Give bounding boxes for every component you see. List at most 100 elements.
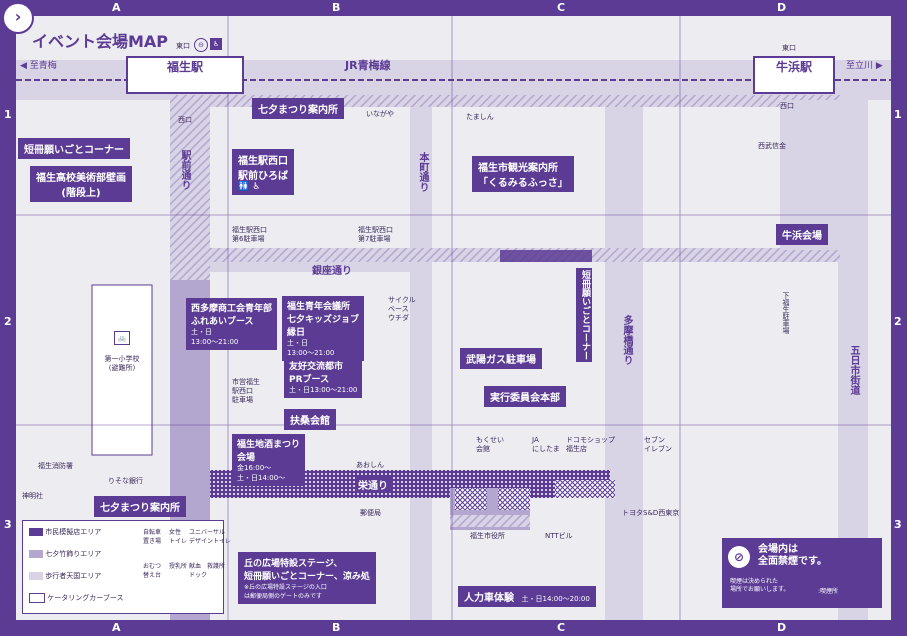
grid-col-a-bottom: A xyxy=(112,621,121,634)
callout-oka-stage[interactable]: 丘の広場特設ステージ、 短冊願いごとコーナー、涼み処 ※丘の広場特設ステージの入… xyxy=(238,552,376,604)
grid-column-labels-bottom: A B C D xyxy=(0,620,907,636)
risona-label: りそな銀行 xyxy=(108,477,143,485)
callout-yuko[interactable]: 友好交流都市 PRブース 土・日13:00〜21:00 xyxy=(284,356,363,398)
tamabashi-road xyxy=(605,100,643,620)
legend-icon-3: おむつ 替え台 xyxy=(143,563,162,579)
parking6-label: 福生駅西口 第6駐車場 xyxy=(232,226,267,243)
yubinkyoku-label: 郵便局 xyxy=(360,509,381,517)
mokusei-label: もくせい 会館 xyxy=(476,436,504,453)
tanzaku-road-label: 短冊願いごとコーナー xyxy=(576,268,592,362)
fussa-station[interactable]: 福生駅 xyxy=(126,56,244,94)
seibu-shinkin-label: 西武信金 xyxy=(758,142,786,150)
legend-item-1: 七夕竹飾りエリア xyxy=(29,549,101,559)
ushihama-station[interactable]: 牛浜駅 xyxy=(753,56,835,94)
shimofussa-label: 下福生駐車場 xyxy=(782,292,790,334)
toyota-label: トヨタS&D西東京 xyxy=(622,509,680,517)
callout-oka-note: ※丘の広場特設ステージの入口 は郵便局側のゲートのみです xyxy=(244,584,327,600)
legend-icon-6: 救護所 xyxy=(207,563,226,570)
legend-icon-2: ユニバーサル デザイントイレ xyxy=(189,529,232,545)
catering-area xyxy=(555,480,615,498)
tamabashi-road-label: 多摩橋通り xyxy=(621,315,632,365)
callout-jizake-text: 福生地酒まつり 会場 xyxy=(237,440,301,463)
shiei-parking-label: 市営福生 駅西口 駐車場 xyxy=(232,378,260,404)
callout-fussa-art[interactable]: 福生高校美術部壁画 (階段上) xyxy=(30,166,132,202)
nosmoking-panel: ⊘ 会場内は 全面禁煙です。 喫煙は決められた 場所でお願いします。 :喫煙所 xyxy=(722,538,882,608)
parking7-label: 福生駅西口 第7駐車場 xyxy=(358,226,393,243)
callout-busou-gas[interactable]: 武陽ガス駐車場 xyxy=(460,348,542,369)
grid-col-b: B xyxy=(332,1,341,14)
callout-jinrikisha[interactable]: 人力車体験 土・日14:00〜20:00 xyxy=(458,586,596,607)
legend-icon-1: 女性 トイレ xyxy=(169,529,188,545)
callout-nishitama-shoko[interactable]: 西多摩商工会青年部 ふれあいブース 土・日 13:00〜21:00 xyxy=(186,298,278,350)
map-title: イベント会場MAP xyxy=(32,32,169,51)
aoshin-label: あおしん xyxy=(356,461,384,469)
cityhall-label: 福生市役所 xyxy=(470,532,505,540)
east-exit-left: 東口 xyxy=(176,42,190,50)
callout-ushihama-venue[interactable]: 牛浜会場 xyxy=(776,224,828,245)
grid-col-b-bottom: B xyxy=(332,621,341,634)
callout-seinen-time: 土・日 13:00〜21:00 xyxy=(287,339,335,357)
callout-tanabata-info-1[interactable]: 七夕まつり案内所 xyxy=(252,98,344,119)
callout-nishitama-text: 西多摩商工会青年部 ふれあいブース xyxy=(191,304,273,327)
callout-nishiguchi-hiroba-text: 福生駅西口 駅前ひろば xyxy=(238,156,288,182)
cityhall-catering-2 xyxy=(498,488,530,510)
east-exit-right: 東口 xyxy=(782,44,796,52)
cityhall-catering-1 xyxy=(455,488,487,510)
callout-yuko-time: 土・日13:00〜21:00 xyxy=(289,386,358,394)
callout-nishiguchi-hiroba[interactable]: 福生駅西口 駅前ひろば 🚻 ♿ xyxy=(232,149,294,195)
restroom-icon: ♿ xyxy=(210,38,222,50)
grid-row-3-left: 3 xyxy=(4,518,12,531)
callout-jinrikisha-time: 土・日14:00〜20:00 xyxy=(521,595,590,603)
grid-col-c-bottom: C xyxy=(557,621,566,634)
corner-chevron-icon: › xyxy=(2,2,34,34)
inageya-label: いながや xyxy=(366,110,394,118)
grid-row-1-right: 1 xyxy=(894,108,902,121)
callout-seinen-kaigi[interactable]: 福生青年会議所 七夕キッズジョブ 縁日 土・日 13:00〜21:00 xyxy=(282,296,365,361)
callout-seinen-text: 福生青年会議所 七夕キッズジョブ 縁日 xyxy=(287,302,360,338)
nosmoking-title: 会場内は 全面禁煙です。 xyxy=(758,544,827,567)
callout-tanabata-info-2[interactable]: 七夕まつり案内所 xyxy=(94,496,186,517)
honmachi-road-label: 本町通り xyxy=(417,152,428,192)
callout-yuko-text: 友好交流都市 PRブース xyxy=(289,362,344,385)
grid-col-c: C xyxy=(557,1,566,14)
rail-line-name: JR青梅線 xyxy=(345,59,391,72)
grid-column-labels-top: A B C D xyxy=(0,0,907,16)
bicycle-icon: 🚲 xyxy=(114,331,130,345)
ja-label: JA にしたま xyxy=(532,436,560,453)
callout-fuso[interactable]: 扶桑会館 xyxy=(284,409,336,430)
grid-col-d-bottom: D xyxy=(777,621,787,634)
callout-kankou[interactable]: 福生市観光案内所 「くるみるふっさ」 xyxy=(472,156,574,192)
sakae-road-label: 栄通り xyxy=(355,477,391,492)
ginza-road-pedestrian xyxy=(210,262,410,272)
callout-nishiguchi-hiroba-icons: 🚻 ♿ xyxy=(238,182,261,192)
itsukaichi-road xyxy=(838,100,868,620)
grid-row-2-right: 2 xyxy=(894,315,902,328)
cycle-base-label: サイクル ベース ウチダ xyxy=(388,296,416,322)
fire-station-label: 福生消防署 xyxy=(38,462,73,470)
grid-col-a: A xyxy=(112,1,121,14)
legend-icon-5: 献血 ドック xyxy=(189,563,208,579)
smoking-area-label: :喫煙所 xyxy=(818,588,839,595)
tamashin-label: たましん xyxy=(466,113,494,121)
seven-label: セブン イレブン xyxy=(644,436,672,453)
tanzaku-road-band xyxy=(500,250,592,262)
ushihama-station-label: 牛浜駅 xyxy=(775,60,812,74)
callout-tanzaku-1[interactable]: 短冊願いごとコーナー xyxy=(18,138,130,159)
grid-col-d: D xyxy=(777,1,787,14)
callout-jikko[interactable]: 実行委員会本部 xyxy=(484,386,566,407)
legend: 市民模擬店エリア 七夕竹飾りエリア 歩行者天国エリア ケータリングカーブース 自… xyxy=(22,520,231,614)
ekimae-road-label: 駅前通り xyxy=(179,150,190,190)
shinmeisha-label: 神明社 xyxy=(22,492,43,500)
school-label: 第一小学校 (避難所) xyxy=(104,355,140,372)
callout-jizake[interactable]: 福生地酒まつり 会場 金16:00〜 土・日14:00〜 xyxy=(232,434,306,486)
toilet-icon: ⊖ xyxy=(194,38,208,52)
grid-row-1-left: 1 xyxy=(4,108,12,121)
legend-item-2: 歩行者天国エリア xyxy=(29,571,101,581)
no-smoking-icon: ⊘ xyxy=(728,546,750,568)
west-exit-left: 西口 xyxy=(178,116,192,124)
ekimae-hatch xyxy=(170,100,210,280)
cityhall-plaza-hatch xyxy=(450,515,530,527)
callout-jinrikisha-text: 人力車体験 xyxy=(464,593,514,604)
